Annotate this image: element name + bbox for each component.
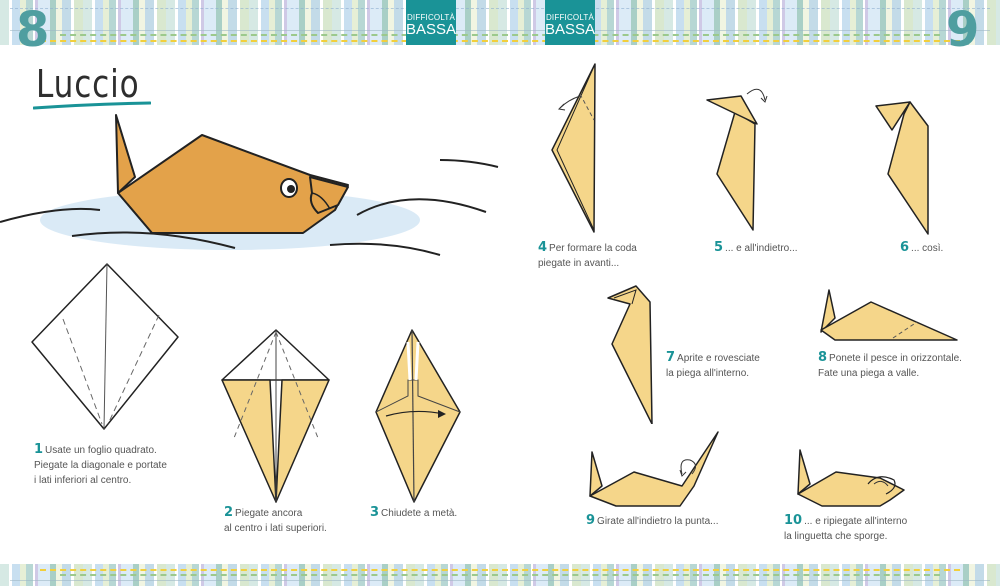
step-10-caption: 10... e ripiegate all'interno la linguet…	[784, 513, 908, 542]
step-6-caption: 6... così.	[900, 240, 944, 255]
footer-thin-line	[10, 580, 990, 581]
footer-stripe-band	[0, 564, 1000, 586]
header-dash-line	[10, 8, 990, 9]
step-9-diagram	[589, 431, 719, 507]
page-number-right: 9	[946, 2, 979, 58]
header-stripe-band	[0, 0, 1000, 45]
step-number: 7	[666, 350, 676, 365]
step-number: 1	[34, 442, 44, 457]
page-number-left: 8	[16, 2, 49, 58]
step-4-diagram	[551, 63, 596, 233]
step-2-diagram	[221, 329, 330, 503]
difficulty-badge-right: DIFFICOLTÀ BASSA	[545, 0, 595, 45]
header-yellow-dash	[40, 40, 960, 42]
step-6-diagram	[875, 101, 929, 235]
step-number: 6	[900, 240, 910, 255]
step-5-caption: 5... e all'indietro...	[714, 240, 798, 255]
badge-value: BASSA	[545, 21, 596, 38]
step-number: 5	[714, 240, 724, 255]
footer-green-dash	[60, 574, 940, 576]
step-7-diagram	[607, 285, 653, 424]
step-1-diagram	[31, 263, 179, 430]
step-number: 9	[586, 513, 596, 528]
step-number: 10	[784, 513, 803, 528]
header-thin-line	[10, 30, 990, 31]
pike-fish-illustration	[0, 114, 499, 256]
step-3-diagram	[375, 329, 461, 503]
step-number: 3	[370, 505, 380, 520]
header-green-dash	[60, 34, 940, 36]
step-8-diagram	[820, 289, 958, 341]
step-number: 4	[538, 240, 548, 255]
title-underline	[33, 101, 151, 110]
step-number: 2	[224, 505, 234, 520]
difficulty-badge-left: DIFFICOLTÀ BASSA	[406, 0, 456, 45]
step-10-diagram	[797, 449, 905, 507]
badge-label: DIFFICOLTÀ	[406, 13, 456, 22]
step-number: 8	[818, 350, 828, 365]
badge-label: DIFFICOLTÀ	[545, 13, 595, 22]
step-5-diagram	[706, 88, 768, 231]
badge-value: BASSA	[406, 21, 457, 38]
page-title: Luccio	[36, 62, 140, 106]
footer-yellow-dash	[40, 569, 960, 571]
